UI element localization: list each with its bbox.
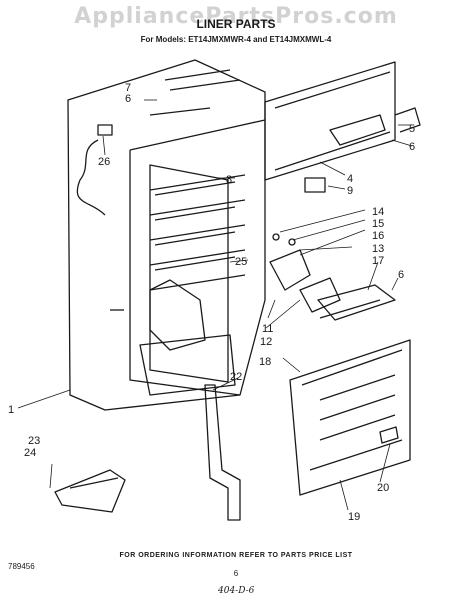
callout-18: 18 — [259, 356, 271, 368]
callout-5: 5 — [409, 123, 415, 135]
diagram-code: 789456 — [8, 562, 35, 571]
handwritten-note: 404-D-6 — [218, 586, 255, 596]
callout-14: 14 — [372, 206, 384, 218]
callout-12: 12 — [260, 336, 272, 348]
bottom-bracket — [54, 469, 126, 513]
callout-26: 26 — [98, 156, 110, 168]
leader-lines — [17, 99, 413, 511]
watermark: AppliancePartsPros.com — [74, 4, 398, 29]
callout-8: 8 — [226, 174, 232, 186]
callout-17: 17 — [372, 255, 384, 267]
callout-15: 15 — [372, 218, 384, 230]
callout-20: 20 — [377, 482, 389, 494]
small-parts — [97, 124, 396, 321]
lower-panel — [289, 339, 411, 496]
callout-1: 1 — [8, 404, 14, 416]
ordering-note: FOR ORDERING INFORMATION REFER TO PARTS … — [119, 552, 353, 559]
page-number: 6 — [233, 569, 239, 578]
callout-9: 9 — [347, 185, 353, 197]
callout-4: 4 — [347, 173, 353, 185]
callout-25: 25 — [235, 256, 247, 268]
upper-panel — [264, 61, 421, 181]
callout-24: 24 — [24, 447, 36, 459]
callout-13: 13 — [372, 243, 384, 255]
callout-6-right: 6 — [398, 269, 404, 281]
callout-19: 19 — [348, 511, 360, 523]
callout-7: 7 — [125, 82, 131, 94]
callout-6-top: 6 — [125, 93, 131, 105]
callout-6-upper: 6 — [409, 141, 415, 153]
callout-11: 11 — [262, 323, 273, 335]
duct — [204, 384, 241, 521]
callout-22: 22 — [230, 371, 242, 383]
callout-16: 16 — [372, 230, 384, 242]
callout-23: 23 — [28, 435, 40, 447]
liner-cabinet — [67, 59, 266, 411]
models-subtitle: For Models: ET14JMXMWR-4 and ET14JMXMWL-… — [140, 35, 332, 44]
page-title: LINER PARTS — [196, 17, 276, 31]
